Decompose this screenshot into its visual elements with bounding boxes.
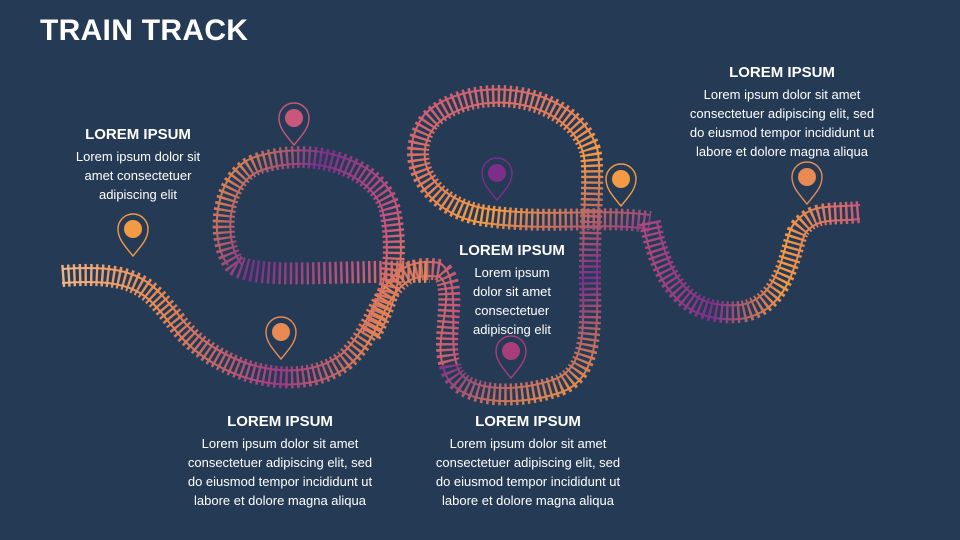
- callout-text: Lorem ipsum dolor sit amet consectetuer …: [75, 149, 201, 202]
- track-segment-left: [61, 258, 461, 389]
- location-pin-icon: [265, 316, 297, 360]
- track-segment-loop: [212, 146, 431, 341]
- page-title: TRAIN TRACK: [40, 14, 249, 47]
- track-segment-middle: [407, 85, 652, 406]
- callout-center: LOREM IPSUM Lorem ipsum dolor sit amet c…: [446, 242, 578, 339]
- callout-text: Lorem ipsum dolor sit amet consectetuer …: [472, 265, 552, 337]
- location-pin-icon: [605, 163, 637, 207]
- track-segment-right: [639, 201, 862, 324]
- callout-text: Lorem ipsum dolor sit amet consectetuer …: [689, 87, 875, 159]
- callout-top-left: LOREM IPSUM Lorem ipsum dolor sit amet c…: [52, 126, 224, 204]
- callout-heading: LOREM IPSUM: [459, 242, 565, 259]
- callout-bottom-left: LOREM IPSUM Lorem ipsum dolor sit amet c…: [160, 413, 400, 510]
- callout-heading: LOREM IPSUM: [85, 126, 191, 143]
- callout-heading: LOREM IPSUM: [475, 413, 581, 430]
- location-pin-icon: [278, 102, 310, 146]
- callout-text: Lorem ipsum dolor sit amet consectetuer …: [435, 436, 621, 508]
- callout-heading: LOREM IPSUM: [227, 413, 333, 430]
- callout-top-right: LOREM IPSUM Lorem ipsum dolor sit amet c…: [662, 64, 902, 161]
- callout-text: Lorem ipsum dolor sit amet consectetuer …: [187, 436, 373, 508]
- callout-bottom-center: LOREM IPSUM Lorem ipsum dolor sit amet c…: [408, 413, 648, 510]
- callout-heading: LOREM IPSUM: [729, 64, 835, 81]
- location-pin-icon: [495, 335, 527, 379]
- location-pin-icon: [481, 157, 513, 201]
- location-pin-icon: [117, 213, 149, 257]
- location-pin-icon: [791, 161, 823, 205]
